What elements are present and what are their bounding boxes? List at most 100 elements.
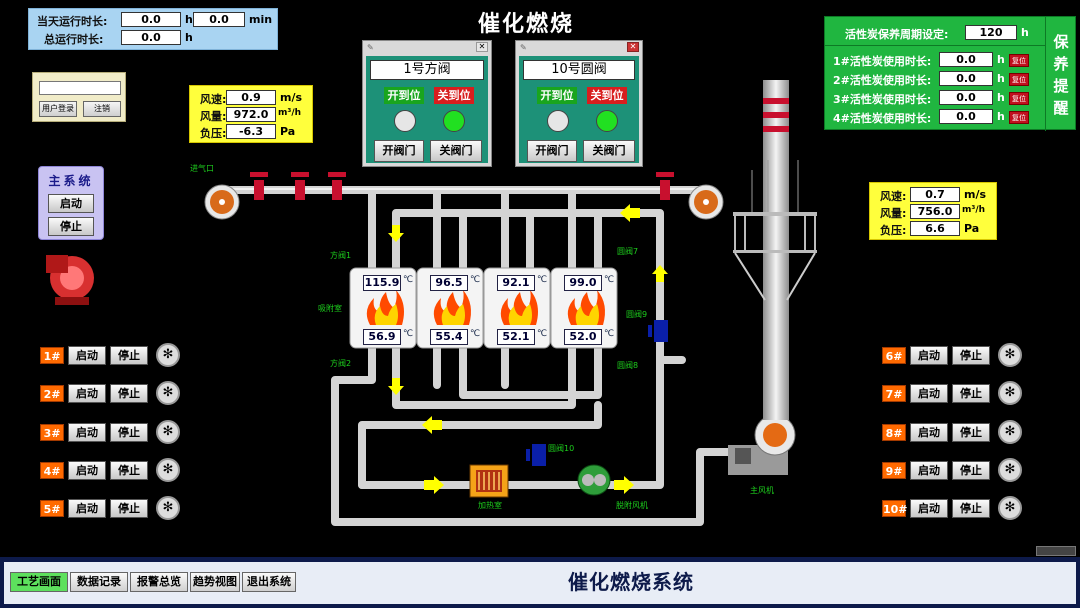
window-icon: ✎	[367, 43, 374, 52]
square-valve-1-label: 方阀1	[330, 251, 352, 260]
main-fan-label: 主风机	[750, 486, 774, 495]
user-login-button[interactable]: 用户登录	[39, 101, 77, 117]
fan1-stop-button[interactable]: 停止	[110, 346, 148, 365]
tab-trend-view[interactable]: 趋势视图	[190, 572, 240, 592]
system-title: 催化燃烧系统	[568, 570, 694, 594]
fan-icon: ✻	[156, 496, 180, 520]
tab-data-records[interactable]: 数据记录	[70, 572, 128, 592]
today-runtime-minutes: 0.0	[193, 12, 245, 27]
heater-label: 加热室	[478, 501, 502, 510]
outlet-speed-unit: m/s	[964, 188, 987, 201]
main-system-panel: 主系统 启动 停止	[38, 166, 104, 240]
total-runtime-label: 总运行时长:	[44, 33, 104, 46]
flow-arrows	[388, 204, 668, 494]
fan6-start-button[interactable]: 启动	[910, 346, 948, 365]
temp-unit: ℃	[537, 275, 548, 285]
main-system-stop-button[interactable]: 停止	[48, 217, 94, 236]
chamber2-top-temp: 96.5	[430, 275, 468, 291]
hours-unit: h	[997, 110, 1005, 123]
valve1-open-status: 开到位	[384, 87, 424, 104]
close-icon[interactable]: ✕	[476, 42, 488, 52]
fan1-start-button[interactable]: 启动	[68, 346, 106, 365]
fan4-stop-button[interactable]: 停止	[110, 461, 148, 480]
window-control-icon[interactable]	[1036, 546, 1076, 556]
intake-pressure-unit: Pa	[280, 125, 296, 138]
inlet-fan-icon	[204, 184, 240, 220]
outlet-fan-icon	[688, 184, 724, 220]
valve10-close-button[interactable]: 关阀门	[583, 140, 635, 162]
hours-unit: h	[185, 13, 193, 26]
fan9-start-button[interactable]: 启动	[910, 461, 948, 480]
fan8-start-button[interactable]: 启动	[910, 423, 948, 442]
page-title: 催化燃烧	[478, 11, 575, 37]
outlet-speed-value: 0.7	[910, 187, 960, 202]
fan4-start-button[interactable]: 启动	[68, 461, 106, 480]
fan10-start-button[interactable]: 启动	[910, 499, 948, 518]
valve10-open-lamp	[547, 110, 569, 132]
carbon3-reset-button[interactable]: 复位	[1009, 92, 1029, 105]
valve10-open-button[interactable]: 开阀门	[527, 140, 577, 162]
fan5-start-button[interactable]: 启动	[68, 499, 106, 518]
logout-button[interactable]: 注销	[83, 101, 121, 117]
valve10-open-status: 开到位	[537, 87, 577, 104]
valve10-window: ✎ ✕ 10号圆阀 开到位 关到位 开阀门 关阀门	[515, 40, 643, 167]
fan5-stop-button[interactable]: 停止	[110, 499, 148, 518]
temp-unit: ℃	[470, 275, 481, 285]
fan-number-tag: 4#	[40, 462, 64, 479]
login-input[interactable]	[39, 81, 121, 95]
outlet-sensor-panel: 风速: 0.7 m/s 风量: 756.0 m³/h 负压: 6.6 Pa	[869, 182, 997, 240]
main-system-title: 主系统	[48, 174, 94, 188]
fan7-stop-button[interactable]: 停止	[952, 384, 990, 403]
tab-alarm-overview[interactable]: 报警总览	[130, 572, 188, 592]
chamber4-top-temp: 99.0	[564, 275, 602, 291]
fan3-stop-button[interactable]: 停止	[110, 423, 148, 442]
carbon3-usage-value: 0.0	[939, 90, 993, 105]
intake-pressure-value: -6.3	[226, 124, 276, 139]
fan-number-tag: 3#	[40, 424, 64, 441]
fan3-start-button[interactable]: 启动	[68, 423, 106, 442]
chamber2-bottom-temp: 55.4	[430, 329, 468, 345]
fan6-stop-button[interactable]: 停止	[952, 346, 990, 365]
valve1-close-button[interactable]: 关阀门	[430, 140, 482, 162]
fan-icon: ✻	[998, 458, 1022, 482]
intake-speed-value: 0.9	[226, 90, 276, 105]
intake-flow-value: 972.0	[226, 107, 276, 122]
carbon4-usage-label: 4#活性炭使用时长:	[833, 112, 932, 125]
header-valves	[250, 172, 674, 200]
fan8-stop-button[interactable]: 停止	[952, 423, 990, 442]
fan-number-tag: 2#	[40, 385, 64, 402]
fan2-stop-button[interactable]: 停止	[110, 384, 148, 403]
carbon1-reset-button[interactable]: 复位	[1009, 54, 1029, 67]
outlet-pressure-value: 6.6	[910, 221, 960, 236]
hours-unit: h	[997, 91, 1005, 104]
valve1-open-button[interactable]: 开阀门	[374, 140, 424, 162]
heater-icon	[469, 464, 509, 498]
fan9-stop-button[interactable]: 停止	[952, 461, 990, 480]
temp-unit: ℃	[537, 329, 548, 339]
maintenance-period-input[interactable]: 120	[965, 25, 1017, 40]
tab-exit-system[interactable]: 退出系统	[242, 572, 296, 592]
carbon2-reset-button[interactable]: 复位	[1009, 73, 1029, 86]
adsorption-chamber-label: 吸附室	[318, 304, 342, 313]
login-panel: 用户登录 注销	[32, 72, 126, 122]
fan-icon: ✻	[998, 381, 1022, 405]
fan2-start-button[interactable]: 启动	[68, 384, 106, 403]
chamber3-bottom-temp: 52.1	[497, 329, 535, 345]
main-system-start-button[interactable]: 启动	[48, 194, 94, 213]
today-runtime-label: 当天运行时长:	[37, 15, 108, 28]
window-icon: ✎	[520, 43, 527, 52]
carbon4-reset-button[interactable]: 复位	[1009, 111, 1029, 124]
fan-number-tag: 8#	[882, 424, 906, 441]
fan10-stop-button[interactable]: 停止	[952, 499, 990, 518]
close-icon[interactable]: ✕	[627, 42, 639, 52]
minutes-unit: min	[249, 13, 273, 26]
desorption-fan-icon	[577, 464, 611, 496]
hours-unit: h	[185, 31, 193, 44]
fan7-start-button[interactable]: 启动	[910, 384, 948, 403]
carbon1-usage-label: 1#活性炭使用时长:	[833, 55, 932, 68]
intake-speed-unit: m/s	[280, 91, 303, 104]
fan-number-tag: 10#	[882, 500, 908, 517]
tab-process-view[interactable]: 工艺画面	[10, 572, 68, 592]
maintenance-panel: 活性炭保养周期设定: 120 h 保养提醒 1#活性炭使用时长: 0.0 h 复…	[824, 16, 1076, 131]
chamber3-top-temp: 92.1	[497, 275, 535, 291]
